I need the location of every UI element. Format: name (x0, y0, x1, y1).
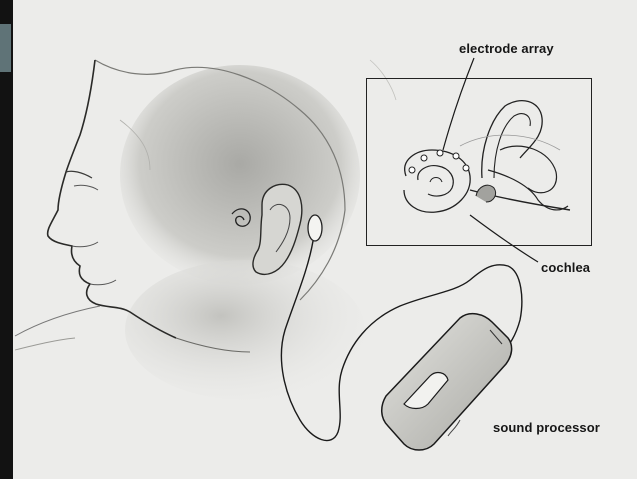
headpiece (308, 215, 322, 241)
inner-ear-inset-frame (366, 78, 592, 246)
cochlea-label: cochlea (541, 260, 590, 275)
electrode-array-label: electrode array (459, 41, 554, 56)
corner-chip (0, 24, 11, 72)
sound-processor-label: sound processor (493, 420, 600, 435)
